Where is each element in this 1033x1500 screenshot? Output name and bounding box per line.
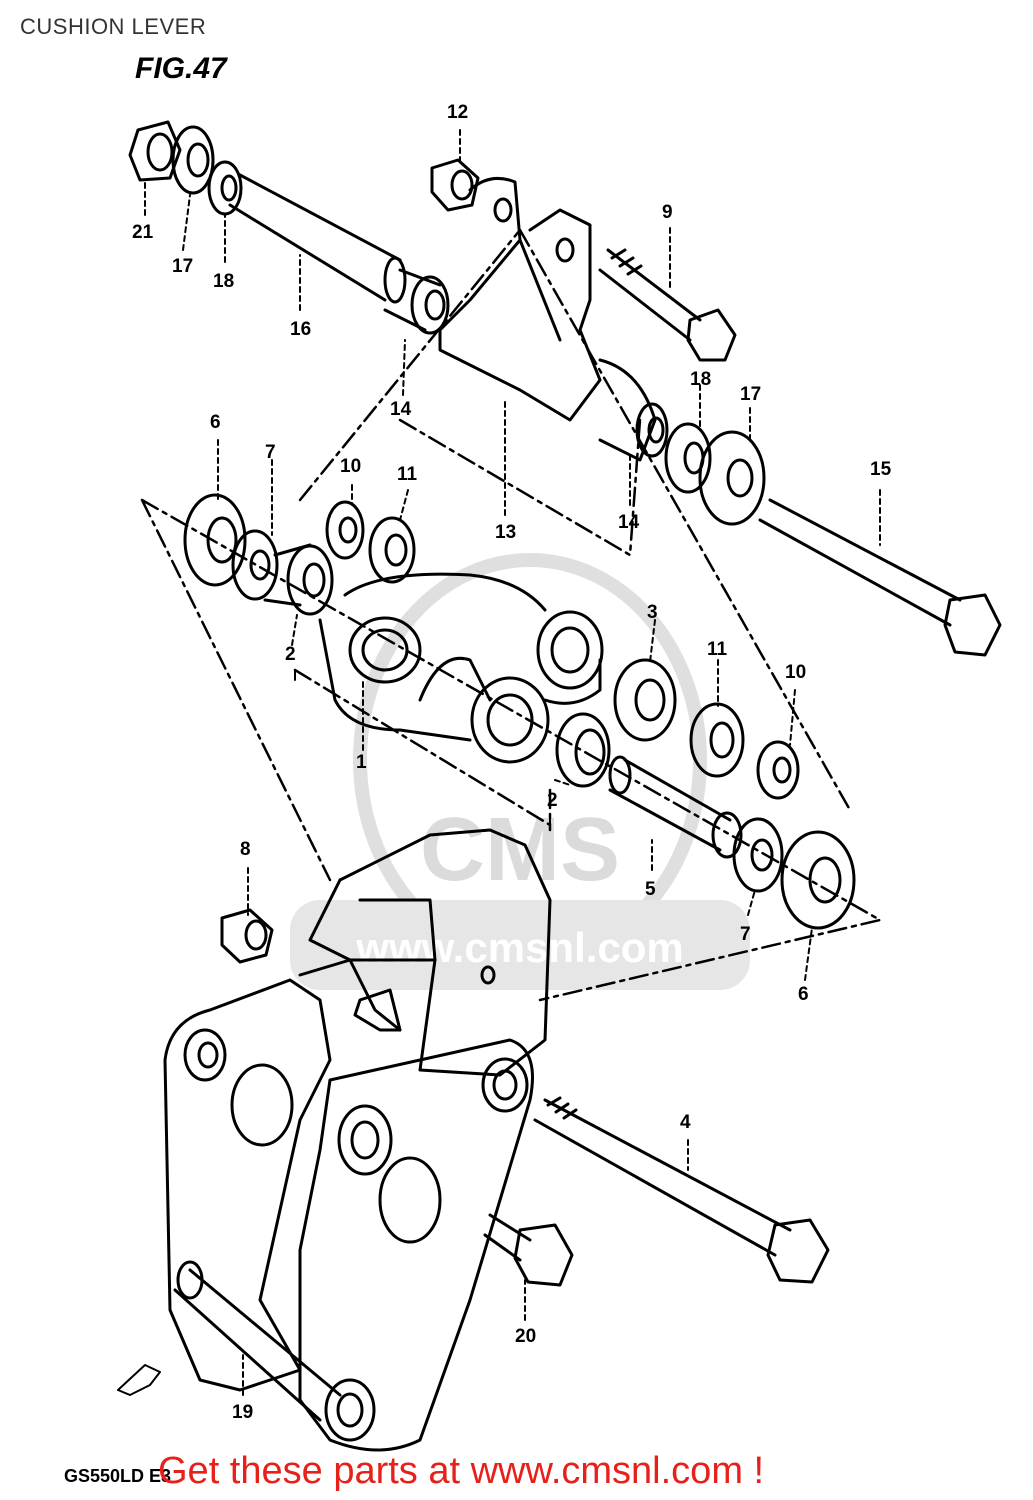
part-17-washer-b — [698, 430, 766, 526]
figure-label: FIG.47 — [135, 52, 227, 85]
part-label-16: 16 — [290, 319, 311, 340]
part-label-14a: 14 — [390, 399, 412, 420]
part-label-13: 13 — [495, 522, 516, 543]
part-label-4: 4 — [680, 1112, 691, 1133]
part-12-nut — [430, 158, 480, 212]
part-17-washer — [171, 125, 215, 195]
promo-link[interactable]: Get these parts at www.cmsnl.com ! — [158, 1450, 765, 1492]
part-label-6a: 6 — [210, 412, 221, 433]
part-14-bearing-a — [383, 268, 450, 335]
model-code: GS550LD E3 — [64, 1466, 172, 1486]
part-10-collar-b — [756, 740, 800, 800]
part-label-18b: 18 — [690, 369, 711, 390]
part-label-3: 3 — [647, 602, 658, 623]
part-9-bolt — [598, 248, 737, 362]
part-14-bearing-b — [635, 402, 669, 458]
part-16-shaft — [228, 173, 407, 304]
part-label-2a: 2 — [285, 644, 296, 665]
part-3-bearing — [613, 658, 677, 742]
watermark-logo: CMS — [420, 800, 620, 900]
part-label-17a: 17 — [172, 256, 193, 277]
part-2-bearing-a — [263, 543, 334, 616]
part-label-10a: 10 — [340, 456, 361, 477]
part-label-20: 19 — [232, 1402, 253, 1423]
part-labels: 21 17 18 16 12 9 14 18 17 15 13 14 6 7 1… — [132, 102, 892, 1423]
part-label-21: 20 — [515, 1326, 536, 1347]
part-label-19: 21 — [132, 222, 154, 243]
part-label-18a: 18 — [213, 271, 234, 292]
part-20-link-plate — [163, 978, 534, 1452]
part-8-nut — [220, 908, 274, 964]
part-11-collar-b — [689, 702, 745, 778]
part-label-7b: 7 — [740, 924, 751, 945]
upper-support-bracket — [298, 828, 552, 1077]
part-label-14b: 14 — [618, 512, 640, 533]
part-label-7a: 7 — [265, 442, 276, 463]
part-6-seal-b — [780, 830, 856, 930]
part-21-bolt — [483, 1213, 574, 1287]
part-2-bearing-b — [555, 712, 611, 788]
part-label-2b: 2 — [547, 790, 558, 811]
part-6-seal-a — [183, 493, 247, 587]
part-label-11a: 11 — [397, 464, 418, 485]
part-11-collar-a — [368, 516, 416, 584]
part-label-9: 9 — [662, 202, 673, 223]
page-title: CUSHION LEVER — [20, 14, 207, 39]
part-18-washer — [207, 160, 243, 216]
watermark: CMS www.cmsnl.com — [290, 553, 750, 990]
part-label-15: 15 — [870, 459, 892, 480]
part-label-8: 8 — [240, 839, 251, 860]
part-4-bolt — [533, 1096, 830, 1284]
part-label-5: 5 — [645, 879, 656, 900]
part-label-12: 12 — [447, 102, 468, 123]
part-label-1: 1 — [356, 752, 367, 773]
part-19-nut — [128, 120, 182, 182]
part-15-bolt — [758, 498, 1002, 657]
part-label-6b: 6 — [798, 984, 809, 1005]
part-label-10b: 10 — [785, 662, 806, 683]
part-label-11b: 11 — [707, 639, 728, 660]
part-7-washer-a — [231, 529, 279, 601]
part-10-collar-a — [325, 500, 365, 560]
part-5-sleeve — [608, 755, 743, 859]
part-13-bracket — [438, 176, 657, 462]
leader-lines — [144, 129, 881, 1396]
watermark-url: www.cmsnl.com — [355, 924, 684, 971]
part-label-17b: 17 — [740, 384, 761, 405]
part-1-cushion-lever — [318, 572, 604, 764]
part-7-washer-b — [732, 817, 784, 893]
front-direction-icon — [117, 1364, 161, 1396]
